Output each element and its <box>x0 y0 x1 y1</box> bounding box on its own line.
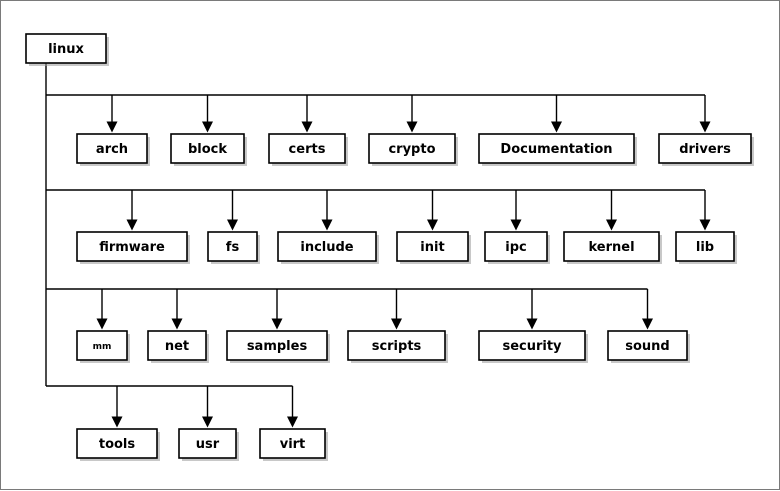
node-ipc[interactable]: ipc <box>484 231 550 264</box>
node-box[interactable] <box>658 133 752 164</box>
arrow-head-icon <box>699 219 711 231</box>
node-scripts[interactable]: scripts <box>347 330 448 363</box>
arrow-head-icon <box>227 219 238 231</box>
arrow-head-icon <box>406 121 418 133</box>
node-label: tools <box>99 437 136 452</box>
node-label: arch <box>96 142 128 157</box>
arrow-head-icon <box>202 121 213 133</box>
node-box[interactable] <box>207 231 258 262</box>
node-label: net <box>165 339 189 354</box>
node-virt[interactable]: virt <box>259 428 328 461</box>
node-init[interactable]: init <box>396 231 471 264</box>
node-documentation[interactable]: Documentation <box>478 133 637 166</box>
node-label: usr <box>196 437 220 452</box>
arrow-head-icon <box>301 121 313 133</box>
node-linux[interactable]: linux <box>25 33 109 66</box>
node-label: fs <box>226 240 240 255</box>
node-arch[interactable]: arch <box>76 133 150 166</box>
arrow-head-icon <box>551 121 562 133</box>
node-box[interactable] <box>25 33 107 64</box>
arrow-head-icon <box>606 219 617 231</box>
node-box[interactable] <box>396 231 469 262</box>
node-kernel[interactable]: kernel <box>563 231 662 264</box>
node-label: scripts <box>372 339 422 354</box>
node-box[interactable] <box>347 330 446 361</box>
node-fs[interactable]: fs <box>207 231 260 264</box>
arrow-head-icon <box>171 318 183 330</box>
connector-lines-layer <box>45 63 711 428</box>
node-certs[interactable]: certs <box>268 133 348 166</box>
arrow-head-icon <box>526 318 538 330</box>
node-label: samples <box>247 339 308 354</box>
node-box[interactable] <box>607 330 688 361</box>
node-boxes-layer: linux arch block certs crypto Documentation dr… <box>25 33 754 461</box>
node-security[interactable]: security <box>478 330 588 363</box>
node-label: drivers <box>679 142 731 157</box>
node-box[interactable] <box>268 133 346 164</box>
node-box[interactable] <box>368 133 456 164</box>
node-label: crypto <box>388 142 435 157</box>
node-box[interactable] <box>277 231 377 262</box>
node-box[interactable] <box>170 133 245 164</box>
node-box[interactable] <box>226 330 328 361</box>
node-label: linux <box>48 42 84 57</box>
arrow-head-icon <box>106 121 118 133</box>
node-box[interactable] <box>76 133 148 164</box>
node-samples[interactable]: samples <box>226 330 330 363</box>
node-include[interactable]: include <box>277 231 379 264</box>
node-label: init <box>420 240 444 255</box>
node-tools[interactable]: tools <box>76 428 160 461</box>
node-box[interactable] <box>76 231 188 262</box>
arrow-head-icon <box>510 219 522 231</box>
arrow-head-icon <box>321 219 333 231</box>
node-sound[interactable]: sound <box>607 330 690 363</box>
node-drivers[interactable]: drivers <box>658 133 754 166</box>
arrow-head-icon <box>642 318 653 330</box>
arrow-head-icon <box>287 416 298 428</box>
node-box[interactable] <box>478 330 586 361</box>
node-box[interactable] <box>478 133 635 164</box>
node-box[interactable] <box>675 231 735 262</box>
node-box[interactable] <box>484 231 548 262</box>
node-label: virt <box>280 437 306 452</box>
node-net[interactable]: net <box>147 330 209 363</box>
node-box[interactable] <box>76 428 158 459</box>
node-label: lib <box>696 240 714 255</box>
node-label: kernel <box>588 240 634 255</box>
arrow-head-icon <box>202 416 213 428</box>
node-box[interactable] <box>178 428 237 459</box>
arrow-head-icon <box>111 416 123 428</box>
arrow-head-icon <box>427 219 438 231</box>
arrow-head-icon <box>271 318 283 330</box>
node-lib[interactable]: lib <box>675 231 737 264</box>
node-label: Documentation <box>500 142 612 157</box>
node-label: firmware <box>99 240 165 255</box>
arrow-head-icon <box>391 318 402 330</box>
arrow-head-icon <box>699 121 711 133</box>
node-block[interactable]: block <box>170 133 247 166</box>
node-box[interactable] <box>147 330 207 361</box>
node-label: sound <box>625 339 669 354</box>
arrow-head-icon <box>126 219 138 231</box>
node-crypto[interactable]: crypto <box>368 133 458 166</box>
node-usr[interactable]: usr <box>178 428 239 461</box>
arrow-head-icon <box>96 318 108 330</box>
node-mm[interactable]: mm <box>76 330 130 363</box>
node-label: ipc <box>505 240 526 255</box>
node-label: block <box>188 142 227 157</box>
node-box[interactable] <box>563 231 660 262</box>
node-label: security <box>502 339 562 354</box>
node-firmware[interactable]: firmware <box>76 231 190 264</box>
node-box[interactable] <box>259 428 326 459</box>
node-label: certs <box>289 142 326 157</box>
node-label: include <box>300 240 353 255</box>
node-box[interactable] <box>76 330 128 361</box>
node-label: mm <box>93 342 112 352</box>
